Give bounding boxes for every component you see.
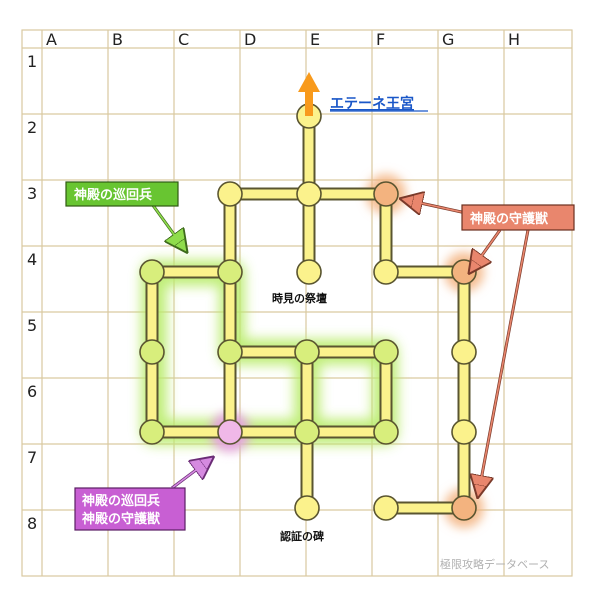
col-label-d: D <box>244 30 256 49</box>
node-g4-guardian <box>451 259 477 285</box>
callout-both-line2: 神殿の守護獣 <box>82 511 161 527</box>
row-labels: 1 2 3 4 5 6 7 8 <box>27 52 37 533</box>
col-label-g: G <box>442 30 454 49</box>
place-label-altar: 時見の祭壇 <box>272 291 327 305</box>
node-e8 <box>294 495 320 521</box>
node-f3-guardian <box>373 181 399 207</box>
row-label-6: 6 <box>27 382 37 401</box>
row-label-2: 2 <box>27 118 37 137</box>
col-label-f: F <box>376 30 385 49</box>
node-b5 <box>139 339 165 365</box>
node-d4 <box>217 259 243 285</box>
path-nodes <box>139 103 477 521</box>
row-label-7: 7 <box>27 448 37 467</box>
node-f6 <box>373 419 399 445</box>
callout-patrol-label: 神殿の巡回兵 <box>74 187 152 203</box>
row-label-4: 4 <box>27 250 37 269</box>
node-g8-guardian <box>451 495 477 521</box>
node-f5 <box>373 339 399 365</box>
row-label-8: 8 <box>27 514 37 533</box>
node-b4 <box>139 259 165 285</box>
exit-arrow-icon <box>298 72 320 116</box>
node-e4 <box>296 259 322 285</box>
corridor-paths <box>145 116 471 515</box>
col-label-h: H <box>508 30 520 49</box>
node-e3 <box>296 181 322 207</box>
callout-guardian-label: 神殿の守護獣 <box>470 211 549 227</box>
node-e6 <box>294 419 320 445</box>
row-label-3: 3 <box>27 184 37 203</box>
node-d3 <box>217 181 243 207</box>
col-label-c: C <box>178 30 189 49</box>
col-label-e: E <box>310 30 320 49</box>
node-g6 <box>451 419 477 445</box>
node-f8 <box>373 495 399 521</box>
credit-watermark: 極限攻略データベース <box>440 557 549 571</box>
callout-both-line1: 神殿の巡回兵 <box>82 493 160 509</box>
node-g5 <box>451 339 477 365</box>
node-d5 <box>217 339 243 365</box>
callout-patrol: 神殿の巡回兵 <box>65 181 186 251</box>
node-e5 <box>294 339 320 365</box>
callout-patrol-and-guardian: 神殿の巡回兵 神殿の守護獣 <box>74 458 212 531</box>
place-label-monument: 認証の碑 <box>280 529 324 543</box>
callout-guardian: 神殿の守護獣 <box>402 199 575 496</box>
node-f4 <box>373 259 399 285</box>
node-d6-shared <box>217 419 243 445</box>
row-label-5: 5 <box>27 316 37 335</box>
exit-link-royal-palace[interactable]: エテーネ王宮 <box>330 95 414 112</box>
row-label-1: 1 <box>27 52 37 71</box>
col-label-b: B <box>112 30 123 49</box>
col-label-a: A <box>46 30 57 49</box>
column-labels: A B C D E F G H <box>46 30 520 49</box>
node-b6 <box>139 419 165 445</box>
